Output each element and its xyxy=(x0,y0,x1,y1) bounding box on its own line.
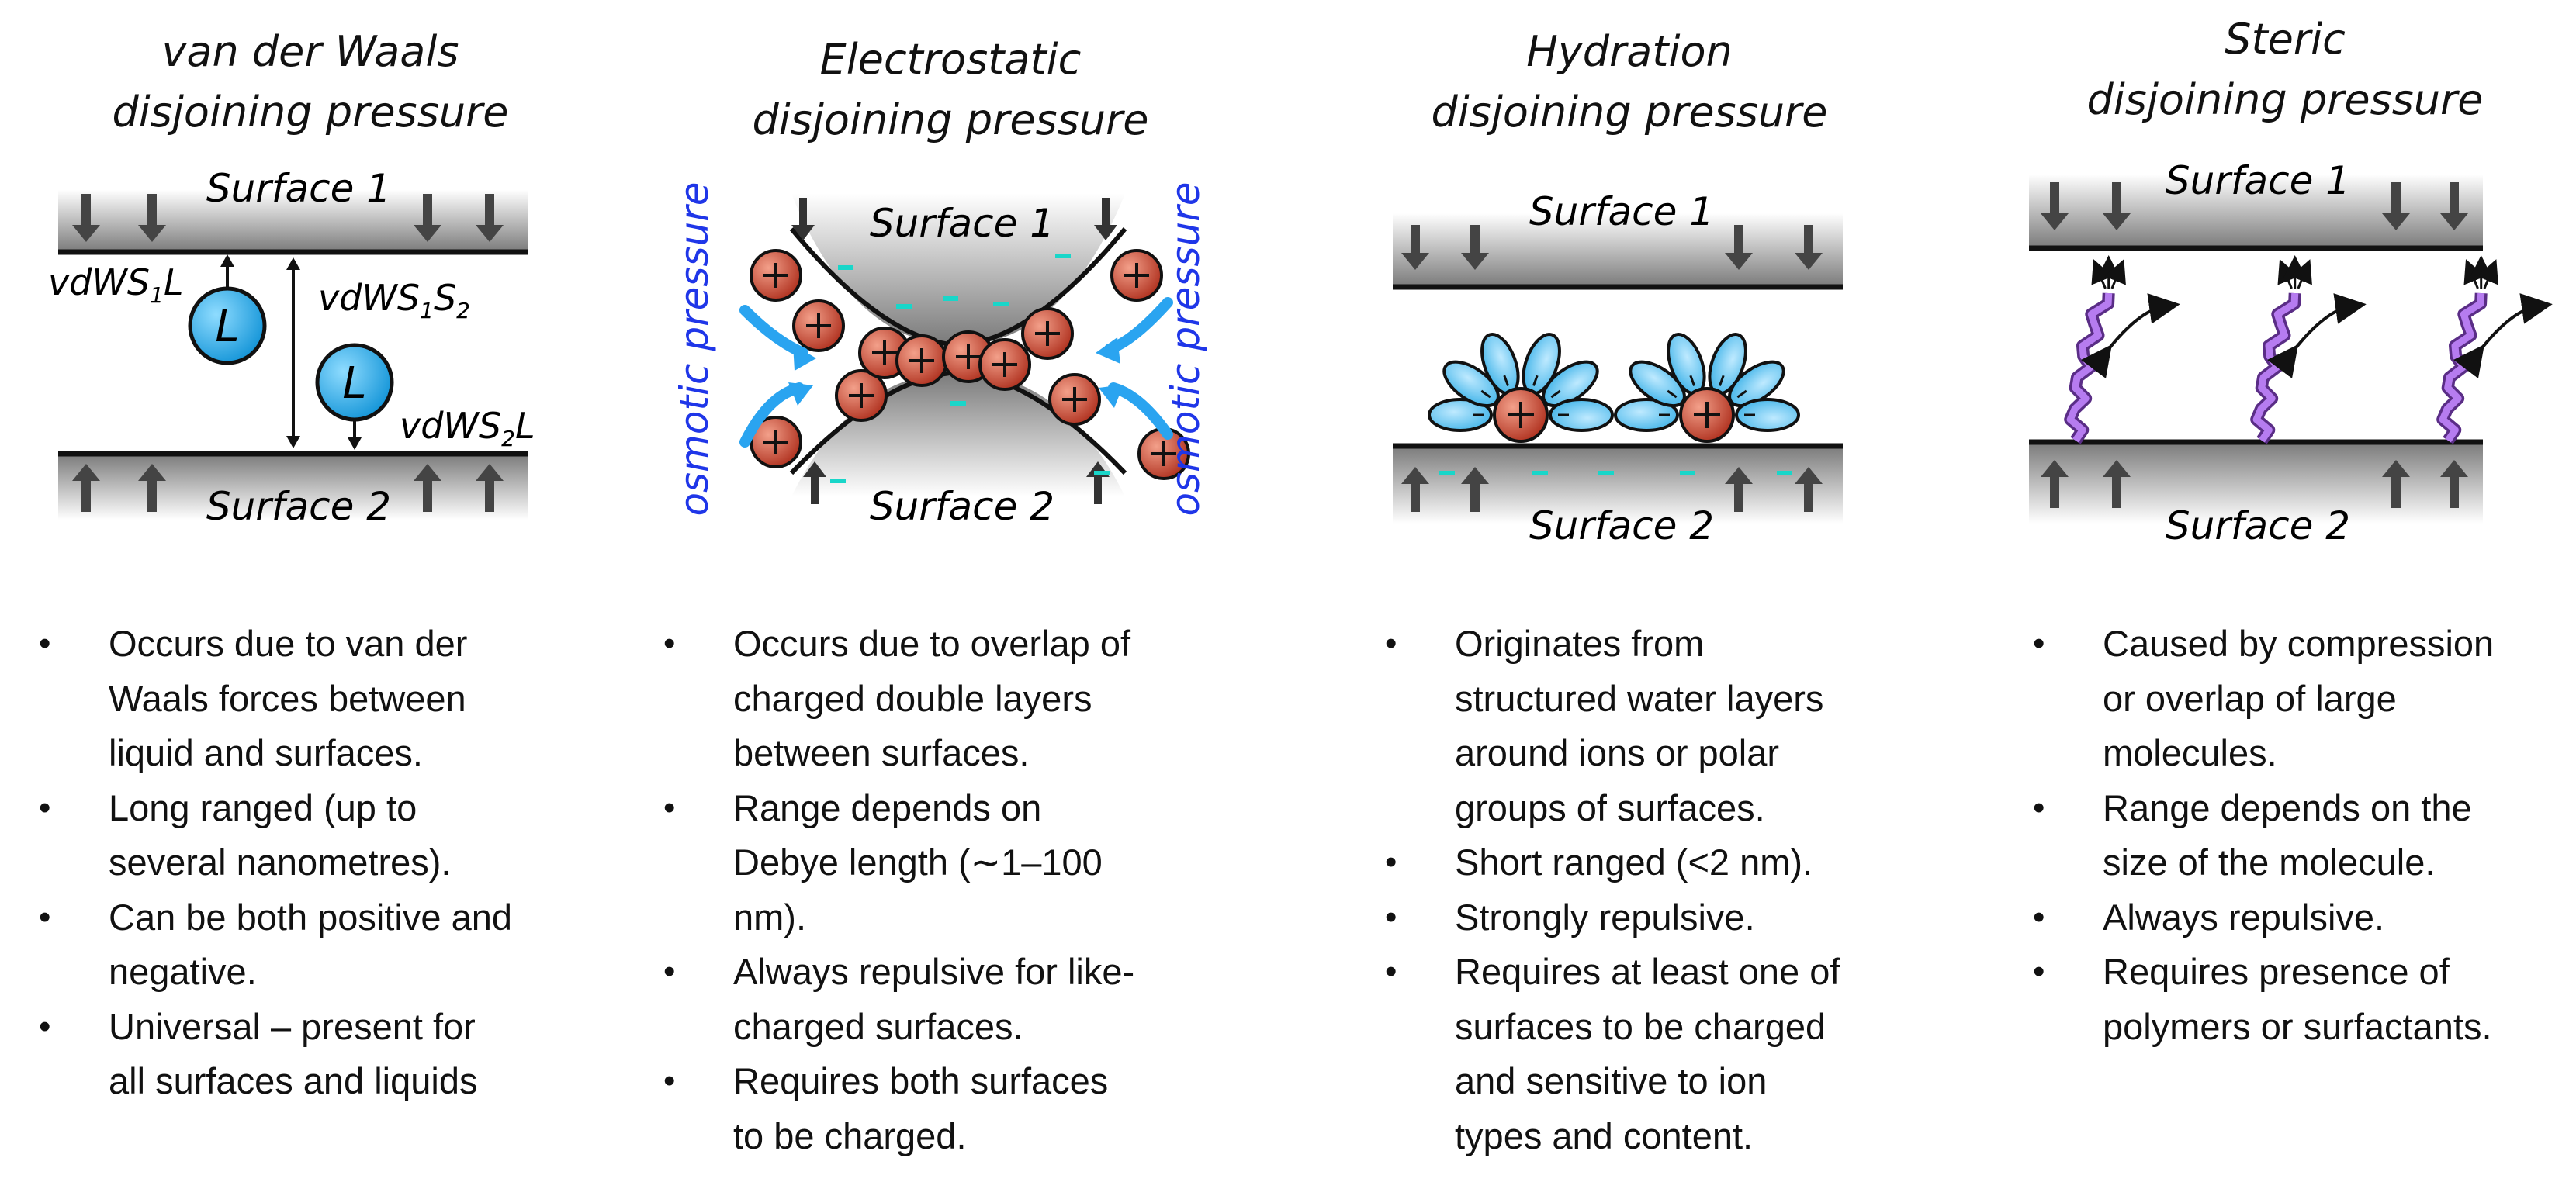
pressure-arrows-bottom xyxy=(2041,460,2468,508)
surface-1-plate xyxy=(2029,175,2483,248)
vdw-diagram: Surface 1 Surface 2 L L vdWS1L vdWS1S2 v… xyxy=(48,166,535,529)
title-line-1: Steric xyxy=(2225,15,2346,64)
anions xyxy=(830,254,1110,483)
surface-2-label: Surface 2 xyxy=(1529,503,1714,543)
panel-hydration: Hydration disjoining pressure Surfa xyxy=(1366,0,1893,1182)
surface-2-label: Surface 2 xyxy=(206,484,391,529)
title-line-2: disjoining pressure xyxy=(1431,88,1828,137)
panel-steric: Steric disjoining pressure Surface 1 Sur… xyxy=(1994,0,2576,1182)
title-line-2: disjoining pressure xyxy=(112,88,509,137)
bullet-item: Short ranged (<2 nm). xyxy=(1385,835,1840,890)
hydrated-ions xyxy=(1428,333,1800,443)
water-molecule-icon xyxy=(1428,398,1493,432)
water-molecule-icon xyxy=(1735,398,1800,432)
cation-icon xyxy=(895,334,948,387)
title-line-1: van der Waals xyxy=(161,27,459,76)
polymer-chain-icon xyxy=(2436,255,2553,444)
cation-icon xyxy=(1493,387,1549,443)
water-molecule-icon xyxy=(1614,398,1679,432)
water-molecule-icon xyxy=(1549,398,1614,432)
panel-title: Electrostatic disjoining pressure xyxy=(628,29,1272,150)
osmotic-pressure-label-right: osmotic pressure xyxy=(1163,182,1208,517)
polymer-chain-icon xyxy=(2064,255,2180,444)
surface-2-label: Surface 2 xyxy=(870,484,1054,529)
bullet-item: Always repulsive. xyxy=(2033,890,2494,945)
osmotic-pressure-label-left: osmotic pressure xyxy=(672,182,717,517)
label-vdws2l: vdWS2L xyxy=(400,405,535,451)
surface-2-plate xyxy=(2029,442,2483,524)
pressure-arrows-top xyxy=(2041,182,2468,230)
surface-1-plate xyxy=(791,194,1125,345)
surface-1-label: Surface 1 xyxy=(1529,189,1714,234)
surface-1-label: Surface 1 xyxy=(206,166,391,211)
title-line-1: Hydration xyxy=(1526,27,1733,76)
panel-title: Steric disjoining pressure xyxy=(1994,9,2576,130)
cation-icon xyxy=(792,299,845,352)
surface-1-label: Surface 1 xyxy=(870,201,1054,246)
cation-icon xyxy=(1048,373,1101,426)
pressure-arrows-top xyxy=(1401,225,1823,270)
polymer-chain-icon xyxy=(2250,255,2367,444)
cation-icon xyxy=(1137,427,1190,480)
polymer-chains xyxy=(2064,255,2553,444)
surface-2-label: Surface 2 xyxy=(2166,503,2350,543)
bullet-item: Always repulsive for like-charged surfac… xyxy=(663,945,1134,1054)
panel-title: Hydration disjoining pressure xyxy=(1366,22,1893,143)
steric-diagram: Surface 1 Surface 2 xyxy=(2029,158,2553,543)
title-line-2: disjoining pressure xyxy=(2086,75,2484,124)
cation-icon xyxy=(978,338,1031,391)
cation-icon xyxy=(835,369,888,422)
pressure-arrows-top xyxy=(72,194,504,242)
cation-icon xyxy=(1021,307,1074,360)
panel-van-der-waals: van der Waals disjoining pressure Surfac… xyxy=(0,0,621,1182)
cation-icon xyxy=(750,249,802,302)
cation-icon xyxy=(1110,249,1163,302)
pressure-arrows-bottom xyxy=(1401,467,1823,512)
panel-title: van der Waals disjoining pressure xyxy=(0,22,621,143)
surface-1-plate xyxy=(58,190,528,252)
surface-1-label: Surface 1 xyxy=(2166,158,2350,203)
panel-electrostatic: Electrostatic disjoining pressure Surfac… xyxy=(628,0,1272,1182)
title-line-1: Electrostatic xyxy=(819,35,1082,84)
bullet-item: Strongly repulsive. xyxy=(1385,890,1840,945)
cation-icon xyxy=(1679,387,1735,443)
title-line-2: disjoining pressure xyxy=(752,95,1149,144)
liquid-symbol: L xyxy=(342,358,366,409)
hydration-diagram: Surface 1 Surface 2 xyxy=(1393,189,1843,543)
pressure-arrows-bottom xyxy=(72,464,504,512)
label-vdws1s2: vdWS1S2 xyxy=(318,277,470,323)
surface-2-plate xyxy=(58,454,528,520)
pressure-arrows xyxy=(791,198,1117,504)
liquid-symbol: L xyxy=(215,302,239,352)
cation-icon xyxy=(750,416,802,468)
cations xyxy=(750,249,1190,480)
label-vdws1l: vdWS1L xyxy=(48,261,184,308)
electrostatic-diagram: Surface 1 Surface 2 osmot xyxy=(672,182,1208,529)
surface-2-plate xyxy=(1393,446,1843,524)
surface-1-plate xyxy=(1393,213,1843,287)
